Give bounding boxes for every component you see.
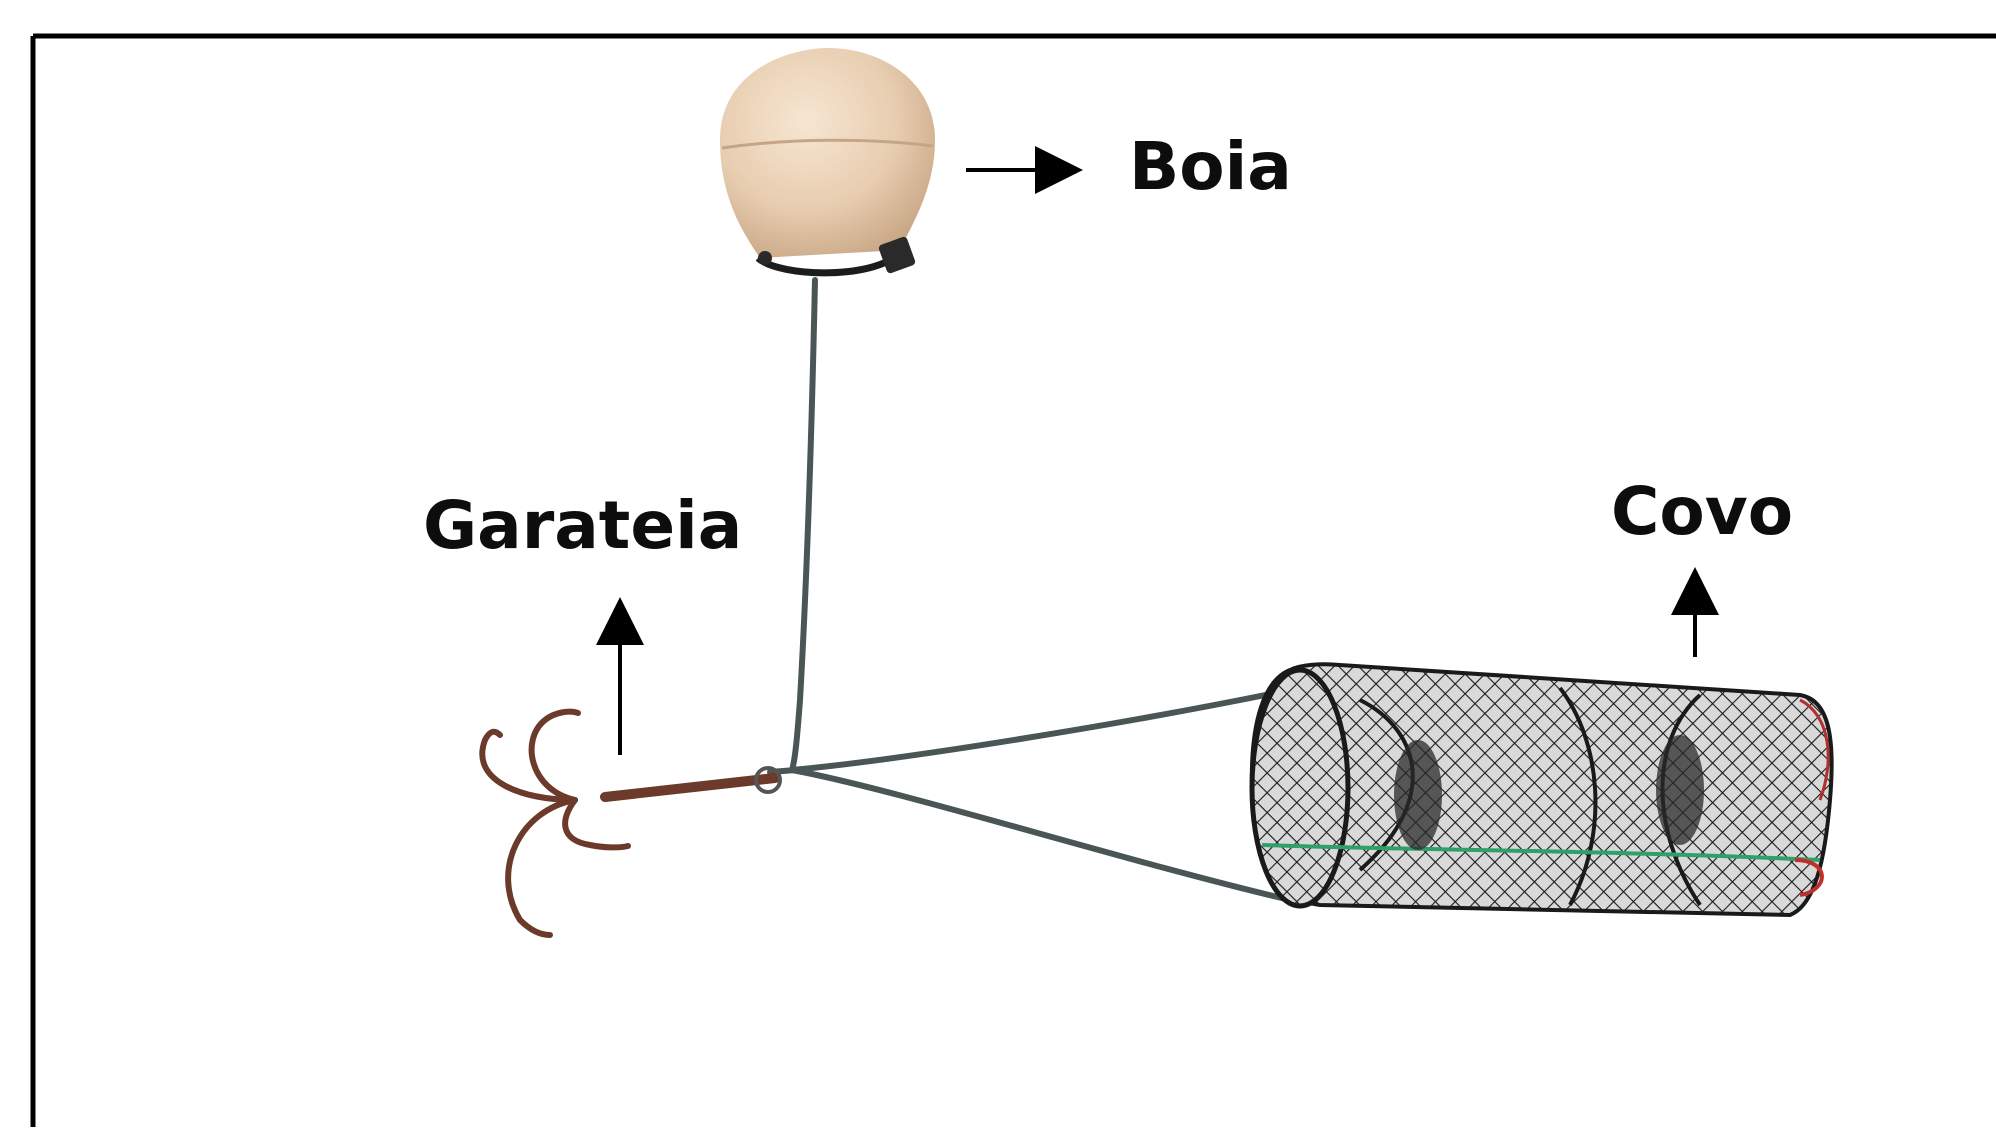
trap-image <box>1252 664 1832 915</box>
label-boia: Boia <box>1129 134 1292 200</box>
rope-lines <box>770 280 1290 900</box>
anchor-image <box>482 712 780 935</box>
label-covo: Covo <box>1611 479 1793 545</box>
buoy-image <box>720 48 935 274</box>
frame-border <box>33 36 1996 1127</box>
label-garateia: Garateia <box>423 493 742 559</box>
